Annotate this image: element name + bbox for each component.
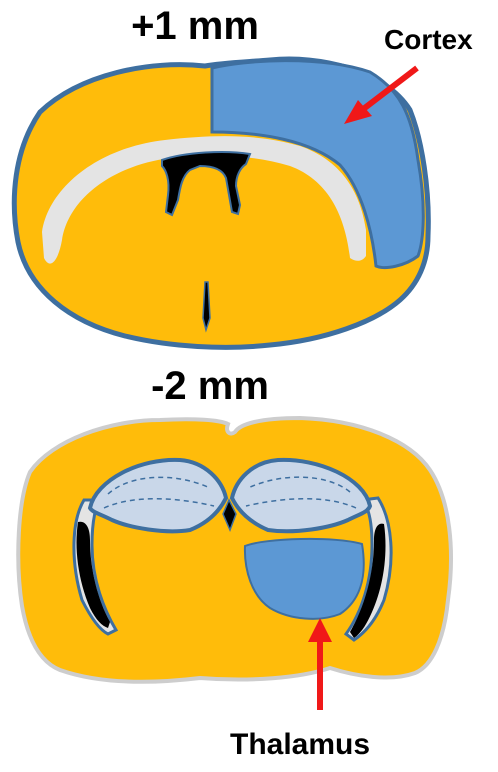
section-title-top: +1 mm <box>0 6 390 46</box>
section-top <box>14 59 428 347</box>
thalamus-label: Thalamus <box>230 730 370 760</box>
cortex-label: Cortex <box>384 26 473 54</box>
section-title-bottom: -2 mm <box>0 366 420 406</box>
midline-slit-top <box>203 282 210 330</box>
section-bottom <box>18 418 451 682</box>
